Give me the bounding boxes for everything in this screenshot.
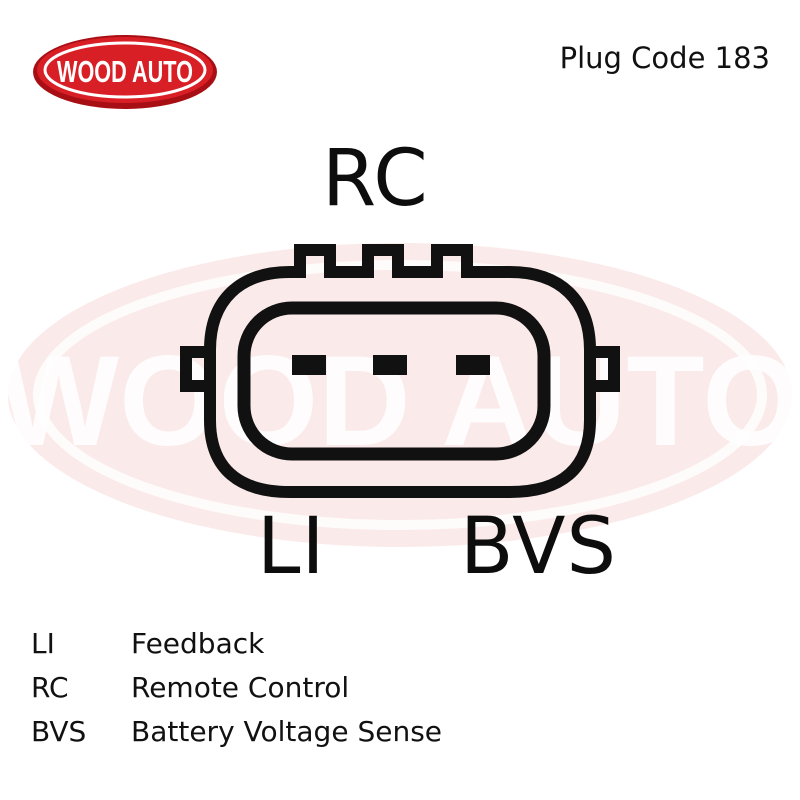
legend-code: BVS <box>31 715 87 748</box>
pin-legend: LI Feedback RC Remote Control BVS Batter… <box>31 622 442 754</box>
logo-text: WOOD AUTO <box>57 54 193 89</box>
legend-code: LI <box>31 627 55 660</box>
pin-label-rc: RC <box>322 134 429 224</box>
legend-description: Battery Voltage Sense <box>131 715 443 748</box>
terminal-bvs <box>456 355 490 375</box>
legend-code: RC <box>31 671 69 704</box>
connector-cavity <box>237 301 551 461</box>
terminal-rc <box>373 355 407 375</box>
legend-row: BVS Battery Voltage Sense <box>31 710 442 754</box>
connector-housing-outline <box>204 244 596 498</box>
terminal-li <box>292 355 326 375</box>
plug-code-label: Plug Code 183 <box>559 41 770 75</box>
pin-label-bvs: BVS <box>460 502 617 592</box>
legend-description: Feedback <box>131 627 265 660</box>
pin-label-li: LI <box>257 502 326 592</box>
legend-row: LI Feedback <box>31 622 442 666</box>
legend-description: Remote Control <box>131 671 350 704</box>
legend-row: RC Remote Control <box>31 666 442 710</box>
wood-auto-logo: WOOD AUTO <box>33 35 217 109</box>
right-latch <box>590 346 620 392</box>
left-latch <box>180 346 210 392</box>
